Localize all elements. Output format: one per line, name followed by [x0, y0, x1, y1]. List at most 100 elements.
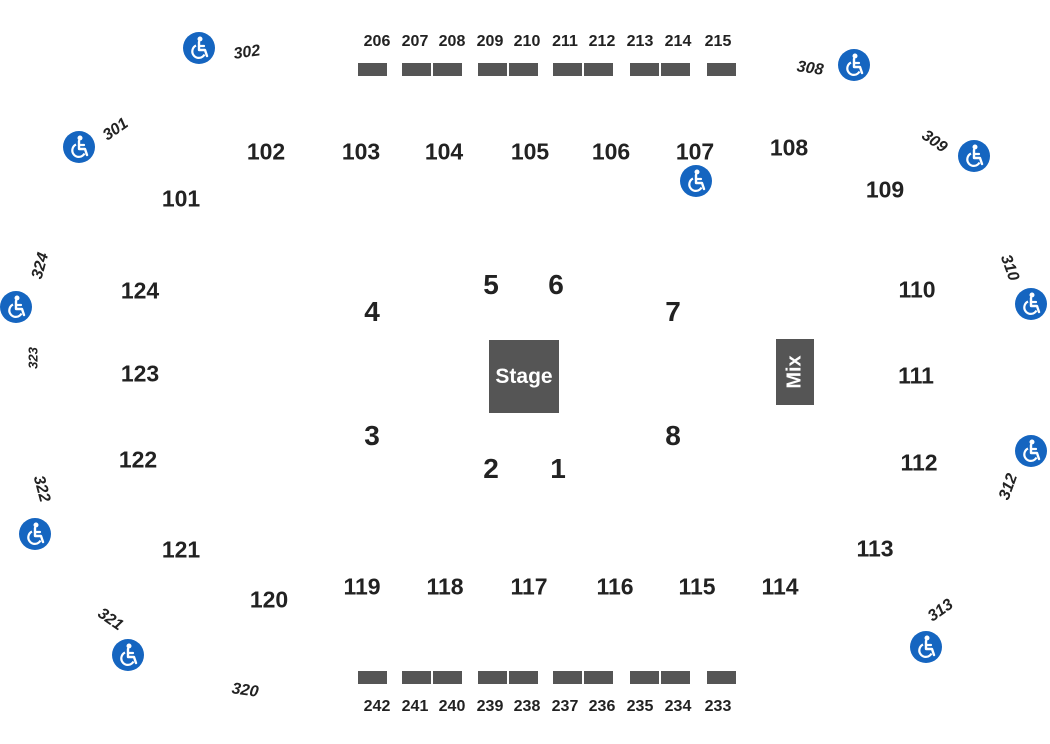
- suite-box-206[interactable]: [358, 63, 387, 76]
- suite-box-209[interactable]: [478, 63, 507, 76]
- suite-label-212: 212: [588, 33, 616, 50]
- section-106[interactable]: 106: [591, 138, 631, 165]
- wheelchair-icon: [910, 631, 942, 663]
- section-102[interactable]: 102: [246, 138, 286, 165]
- floor-section-5[interactable]: 5: [483, 269, 499, 300]
- section-123[interactable]: 123: [120, 360, 160, 387]
- suite-label-238: 238: [513, 698, 541, 715]
- floor-section-6[interactable]: 6: [548, 269, 564, 300]
- suite-label-233: 233: [704, 698, 732, 715]
- wheelchair-icon: [19, 518, 51, 550]
- stage-label: Stage: [495, 364, 553, 388]
- section-122[interactable]: 122: [118, 446, 158, 473]
- section-301[interactable]: 301: [99, 114, 132, 145]
- section-113[interactable]: 113: [856, 535, 894, 562]
- floor-section-2[interactable]: 2: [483, 453, 499, 484]
- suite-box-208[interactable]: [433, 63, 462, 76]
- suite-label-210: 210: [513, 33, 541, 50]
- suite-label-241: 241: [401, 698, 429, 715]
- section-313[interactable]: 313: [924, 595, 957, 626]
- stage: Stage: [489, 340, 559, 413]
- suite-box-210[interactable]: [509, 63, 538, 76]
- floor-section-4[interactable]: 4: [364, 296, 380, 327]
- mix-position: Mix: [776, 339, 814, 405]
- section-124[interactable]: 124: [120, 277, 160, 304]
- wheelchair-icon: [63, 131, 95, 163]
- suite-label-242: 242: [363, 698, 391, 715]
- floor-section-8[interactable]: 8: [665, 420, 681, 451]
- suite-box-214[interactable]: [661, 63, 690, 76]
- suite-label-206: 206: [363, 33, 391, 50]
- wheelchair-icon: [680, 165, 712, 197]
- section-111[interactable]: 111: [898, 362, 934, 389]
- suite-box-239[interactable]: [478, 671, 507, 684]
- section-119[interactable]: 119: [343, 573, 381, 600]
- suite-box-215[interactable]: [707, 63, 736, 76]
- suite-label-237: 237: [551, 698, 579, 715]
- section-116[interactable]: 116: [596, 573, 634, 600]
- section-320[interactable]: 320: [230, 680, 260, 701]
- suite-box-235[interactable]: [630, 671, 659, 684]
- section-108[interactable]: 108: [769, 134, 809, 161]
- section-324[interactable]: 324: [28, 250, 53, 281]
- section-105[interactable]: 105: [510, 138, 550, 165]
- section-321[interactable]: 321: [94, 604, 127, 635]
- section-308[interactable]: 308: [795, 58, 825, 79]
- wheelchair-icon: [1015, 288, 1047, 320]
- mix-label: Mix: [783, 355, 806, 389]
- suite-label-207: 207: [401, 33, 429, 50]
- suite-box-233[interactable]: [707, 671, 736, 684]
- section-312[interactable]: 312: [995, 471, 1022, 503]
- section-114[interactable]: 114: [761, 573, 799, 600]
- suite-box-212[interactable]: [584, 63, 613, 76]
- wheelchair-icon: [112, 639, 144, 671]
- section-322[interactable]: 322: [29, 473, 54, 504]
- wheelchair-icon: [838, 49, 870, 81]
- wheelchair-icon: [958, 140, 990, 172]
- wheelchair-icon: [1015, 435, 1047, 467]
- suite-label-240: 240: [438, 698, 466, 715]
- suite-label-213: 213: [626, 33, 654, 50]
- wheelchair-icon: [183, 32, 215, 64]
- suite-label-209: 209: [476, 33, 504, 50]
- suite-box-237[interactable]: [553, 671, 582, 684]
- suite-box-236[interactable]: [584, 671, 613, 684]
- suite-box-207[interactable]: [402, 63, 431, 76]
- suite-box-213[interactable]: [630, 63, 659, 76]
- section-107[interactable]: 107: [675, 138, 715, 165]
- suite-label-211: 211: [552, 33, 578, 50]
- section-120[interactable]: 120: [249, 586, 289, 613]
- section-104[interactable]: 104: [424, 138, 464, 165]
- floor-section-3[interactable]: 3: [364, 420, 380, 451]
- section-112[interactable]: 112: [900, 449, 938, 476]
- section-101[interactable]: 101: [161, 185, 201, 212]
- section-110[interactable]: 110: [898, 276, 936, 303]
- suite-box-242[interactable]: [358, 671, 387, 684]
- floor-section-7[interactable]: 7: [665, 296, 681, 327]
- suite-label-236: 236: [588, 698, 616, 715]
- section-309[interactable]: 309: [918, 126, 951, 157]
- suite-box-241[interactable]: [402, 671, 431, 684]
- suite-label-214: 214: [664, 33, 692, 50]
- section-310[interactable]: 310: [996, 252, 1023, 284]
- suite-label-235: 235: [626, 698, 654, 715]
- section-117[interactable]: 117: [510, 573, 548, 600]
- suite-label-215: 215: [704, 33, 732, 50]
- suite-label-239: 239: [476, 698, 504, 715]
- section-103[interactable]: 103: [341, 138, 381, 165]
- suite-box-211[interactable]: [553, 63, 582, 76]
- section-109[interactable]: 109: [865, 176, 905, 203]
- section-323[interactable]: 323: [25, 347, 41, 369]
- section-121[interactable]: 121: [161, 536, 201, 563]
- floor-section-1[interactable]: 1: [550, 453, 566, 484]
- suite-box-238[interactable]: [509, 671, 538, 684]
- section-118[interactable]: 118: [426, 573, 464, 600]
- suite-label-234: 234: [664, 698, 692, 715]
- suite-box-234[interactable]: [661, 671, 690, 684]
- wheelchair-icon: [0, 291, 32, 323]
- section-302[interactable]: 302: [232, 42, 262, 63]
- suite-label-208: 208: [438, 33, 466, 50]
- section-115[interactable]: 115: [678, 573, 716, 600]
- suite-box-240[interactable]: [433, 671, 462, 684]
